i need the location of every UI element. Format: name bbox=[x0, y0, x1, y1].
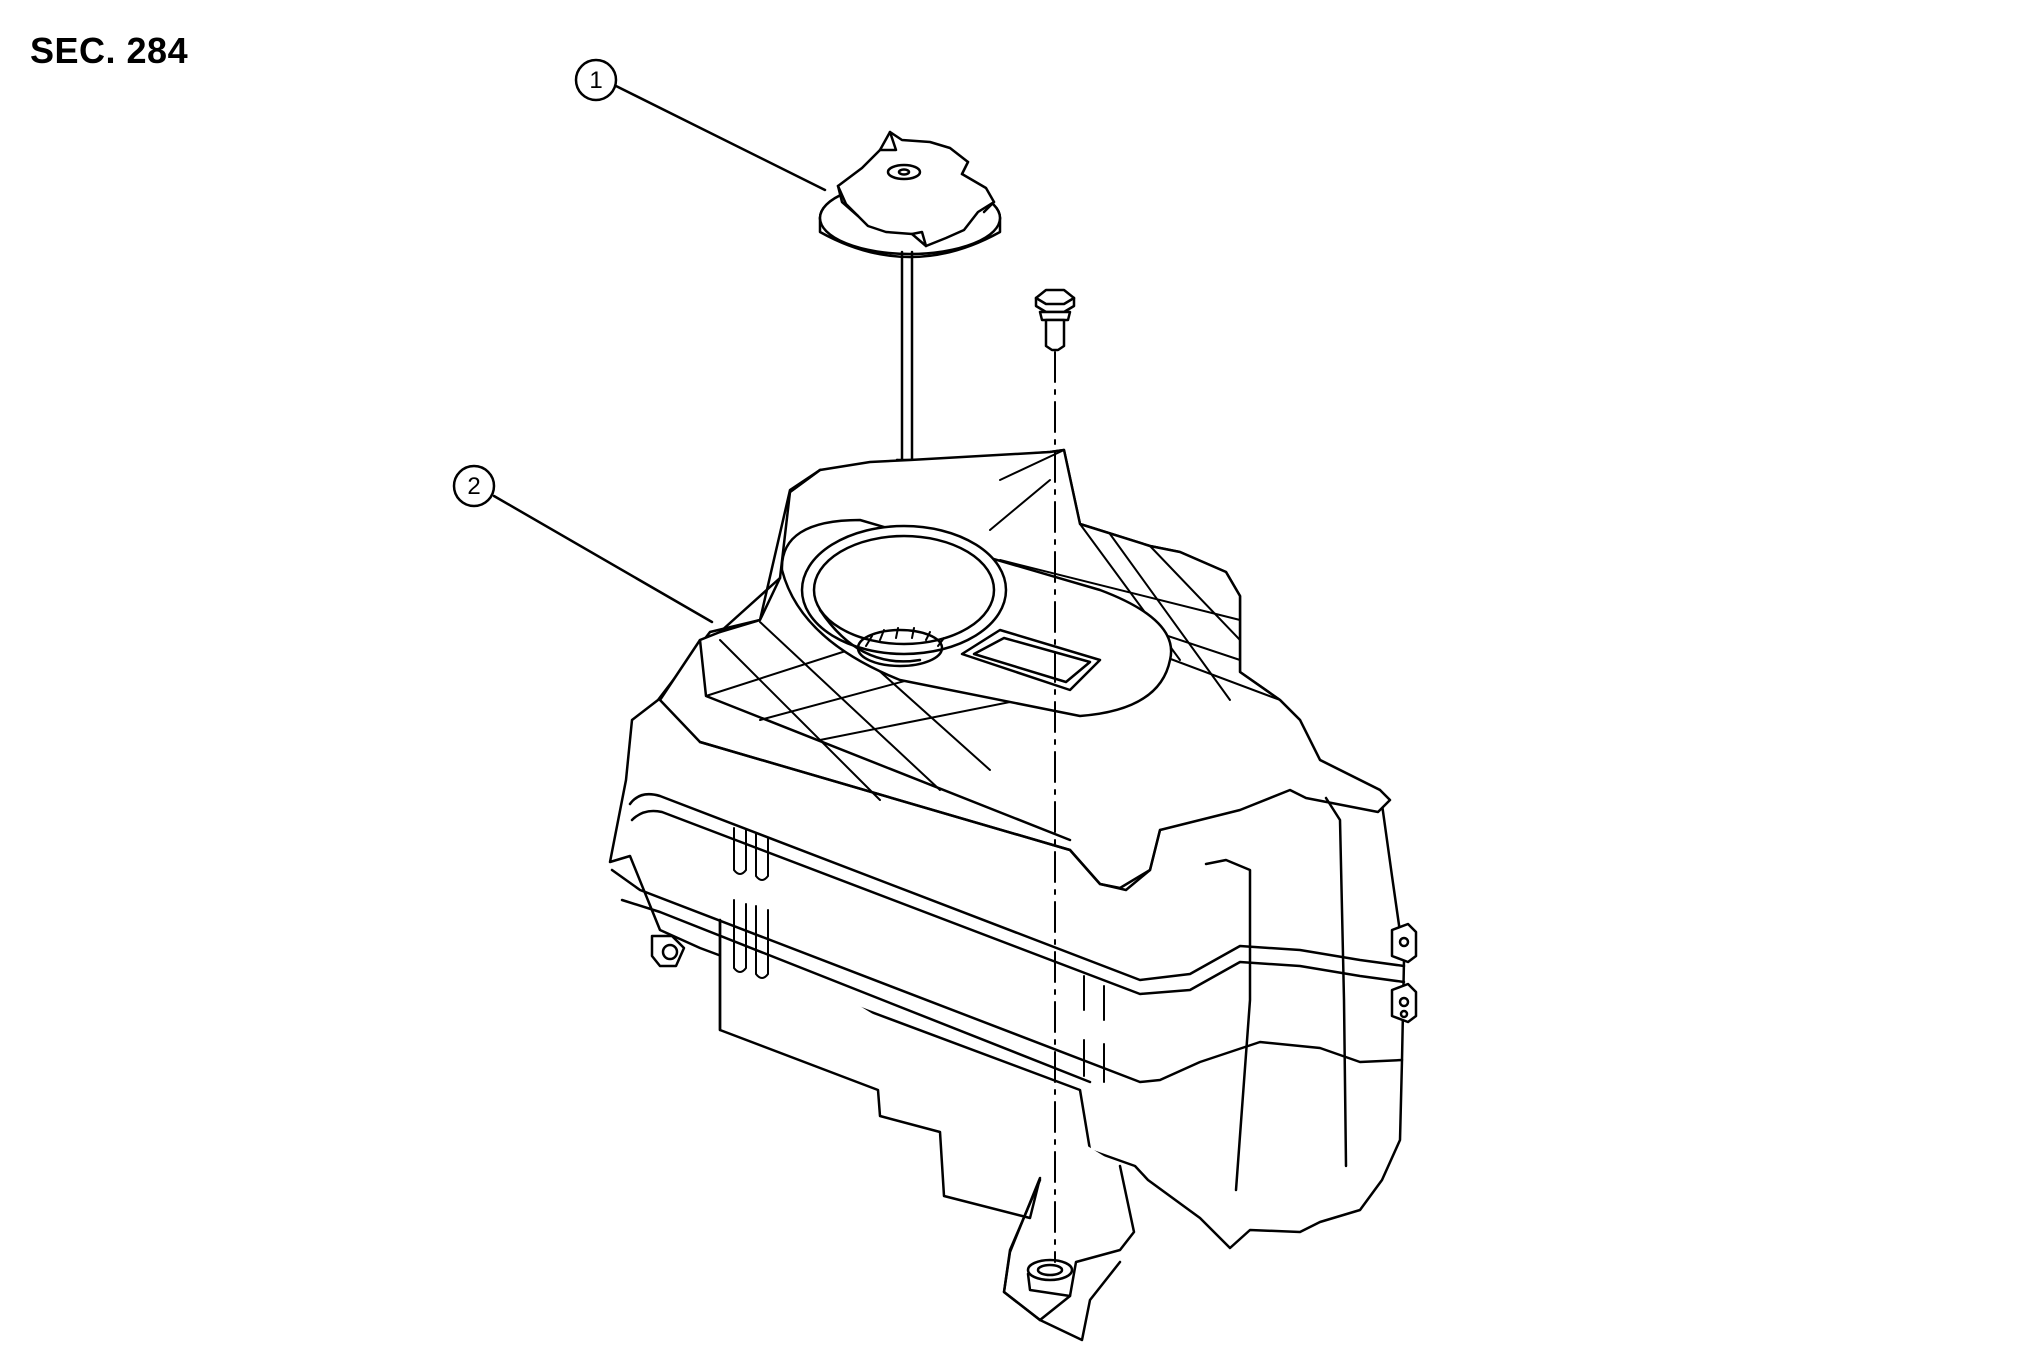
leader-line-2 bbox=[492, 494, 714, 624]
reservoir-cap-icon bbox=[818, 130, 1002, 547]
leader-line-1 bbox=[614, 84, 827, 192]
bolt-icon bbox=[1034, 288, 1076, 352]
side-tabs bbox=[1390, 922, 1418, 1024]
callout-circle-1 bbox=[574, 58, 618, 102]
filler-neck-teeth bbox=[865, 627, 945, 647]
callout-2: 2 bbox=[452, 464, 714, 624]
section-code: SEC. 284 bbox=[30, 30, 189, 71]
mount-lug bbox=[650, 934, 686, 968]
callout-circle-2 bbox=[452, 464, 496, 508]
callout-1: 1 bbox=[574, 58, 827, 192]
reservoir-tank-icon bbox=[608, 448, 1418, 1342]
callout-number-1: 1 bbox=[589, 67, 602, 94]
side-clips bbox=[733, 827, 1105, 1083]
callout-number-2: 2 bbox=[467, 473, 480, 500]
